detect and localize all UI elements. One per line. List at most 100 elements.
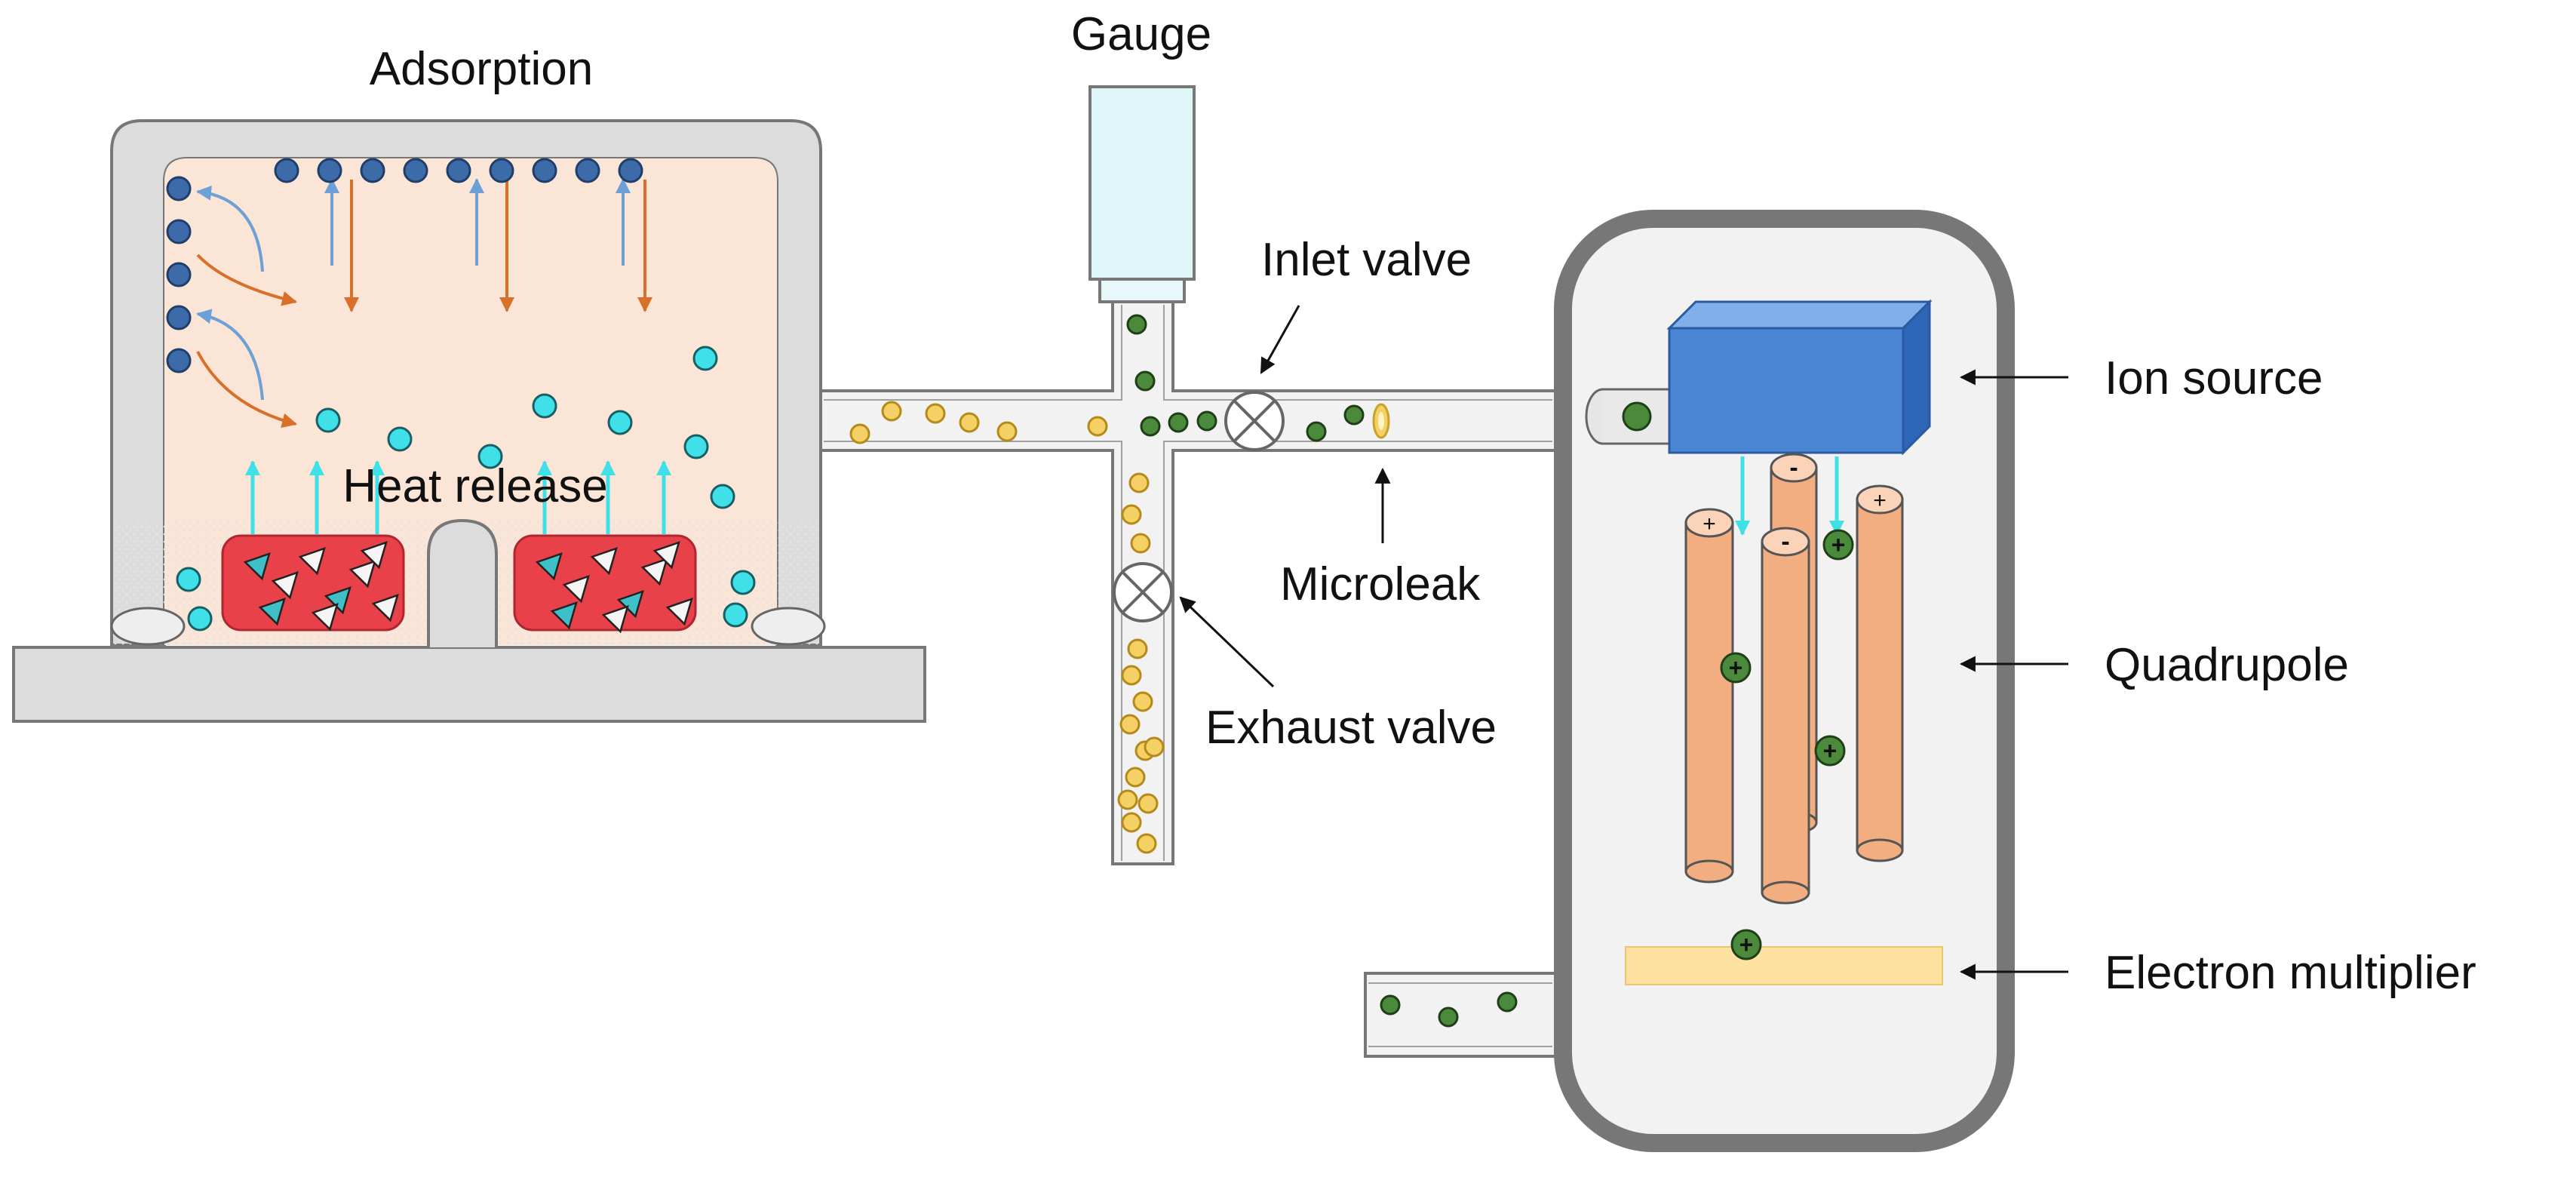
sample-flake	[562, 575, 590, 604]
pointer-arrows	[1179, 305, 2068, 980]
gas-molecule	[1140, 416, 1161, 437]
gas-molecule	[1196, 410, 1217, 432]
sample-flake	[601, 605, 629, 634]
gas-molecule	[1380, 994, 1401, 1016]
rod-polarity-front-left: +	[1702, 512, 1716, 536]
adsorption-arrow	[196, 185, 264, 272]
desorbed-molecule	[730, 570, 756, 595]
outlet-pipe-inner	[1368, 982, 1552, 1047]
desorption-arrow	[196, 351, 297, 429]
desorbed-molecule	[692, 346, 718, 371]
label-ion-source: Ion source	[2105, 352, 2323, 404]
quadrupole-rod-right	[1856, 484, 1904, 862]
gas-molecule	[925, 403, 946, 424]
adsorbed-molecule	[575, 158, 600, 183]
inlet-valve[interactable]	[1224, 391, 1285, 451]
gas-molecule	[1130, 533, 1151, 554]
gauge-neck	[1098, 278, 1186, 303]
rod-polarity-back: -	[1789, 453, 1798, 482]
desorption-arrow	[196, 254, 297, 306]
adsorbed-molecule	[166, 176, 192, 201]
ion-symbol: +	[1739, 931, 1754, 958]
mass-spectrometer: - + + - + + + +	[1554, 210, 2015, 1152]
sample-flakes	[243, 541, 693, 634]
label-microleak: Microleak	[1280, 558, 1481, 610]
sample-flake	[640, 558, 668, 586]
ion-source-top	[1666, 300, 1933, 330]
gas-molecule	[1121, 812, 1142, 833]
gas-molecule	[1138, 793, 1159, 814]
sample-flake	[243, 552, 271, 581]
sample-flake	[348, 560, 376, 588]
gas-molecule	[881, 401, 902, 422]
desorbed-molecule	[315, 407, 341, 433]
adsorbed-molecule	[489, 158, 514, 183]
chamber-foot-right	[751, 607, 826, 646]
rod-polarity-front-middle: -	[1781, 527, 1789, 556]
adsorbed-molecule	[618, 158, 643, 183]
desorbed-molecule	[710, 484, 735, 509]
gas-molecule	[1343, 404, 1365, 426]
ion-source	[1666, 299, 1933, 456]
label-inlet-valve: Inlet valve	[1261, 234, 1472, 286]
gas-molecule	[1168, 412, 1189, 433]
gas-molecule	[1125, 767, 1146, 788]
adsorbed-molecule	[274, 158, 299, 183]
adsorbed-molecule	[317, 158, 342, 183]
sample-flake	[590, 547, 618, 576]
gas-molecule	[1132, 691, 1153, 712]
ion-symbol: +	[1823, 737, 1838, 764]
gas-molecule	[1128, 472, 1150, 493]
ion-source-beam-arrows	[1735, 456, 1844, 536]
adsorbed-molecule	[532, 158, 557, 183]
adsorbed-molecule	[166, 348, 192, 373]
desorbed-molecule	[187, 606, 213, 632]
desorbed-molecule	[532, 393, 557, 419]
rod-polarity-right: +	[1873, 488, 1887, 513]
exhaust-valve[interactable]	[1113, 562, 1173, 622]
ion-near-rods: +	[1822, 529, 1854, 561]
ion-at-multiplier: +	[1730, 929, 1762, 960]
adsorbed-molecule	[403, 158, 428, 183]
sample-flake	[271, 571, 299, 600]
ion-symbol: +	[1729, 654, 1743, 681]
pipe-inner-lines	[824, 305, 1552, 861]
gas-molecule	[1117, 789, 1138, 810]
label-adsorption: Adsorption	[370, 43, 593, 95]
adsorbed-molecule	[166, 219, 192, 244]
desorbed-molecule	[387, 426, 413, 452]
adsorption-chamber	[12, 119, 926, 723]
sample-flake	[298, 547, 326, 576]
chamber-foot-left	[110, 607, 186, 646]
sample-flake	[535, 552, 563, 581]
quadrupole-rods: - + + -	[1684, 453, 1904, 905]
label-heat-release: Heat release	[342, 460, 608, 512]
electron-multiplier-plate	[1625, 946, 1943, 985]
desorbed-molecule	[723, 602, 748, 628]
gauge-body	[1088, 85, 1196, 281]
quadrupole-rod-front-middle	[1761, 527, 1810, 905]
label-quadrupole: Quadrupole	[2105, 639, 2349, 691]
label-exhaust-valve: Exhaust valve	[1205, 702, 1497, 754]
gas-molecule	[1144, 736, 1165, 758]
adsorption-arrow	[196, 309, 264, 401]
center-divider	[427, 518, 498, 647]
sample-flake	[550, 601, 578, 630]
gas-molecule	[1126, 314, 1147, 335]
gas-molecule	[1087, 416, 1108, 437]
sample-flake	[311, 603, 339, 632]
ion-source-front	[1668, 327, 1905, 454]
ion-source-side	[1902, 299, 1931, 456]
outlet-pipe	[1364, 972, 1555, 1058]
gauge	[1088, 85, 1196, 303]
ion-symbol: +	[1831, 531, 1846, 558]
sample-flake	[652, 541, 680, 570]
adsorbed-molecule	[360, 158, 385, 183]
adsorption-desorption-arrows	[196, 178, 671, 534]
labels: Adsorption Heat release Gauge Inlet valv…	[342, 8, 2476, 999]
adsorbed-molecule	[166, 262, 192, 287]
gas-molecule	[849, 423, 870, 444]
gas-molecule	[1121, 665, 1142, 686]
